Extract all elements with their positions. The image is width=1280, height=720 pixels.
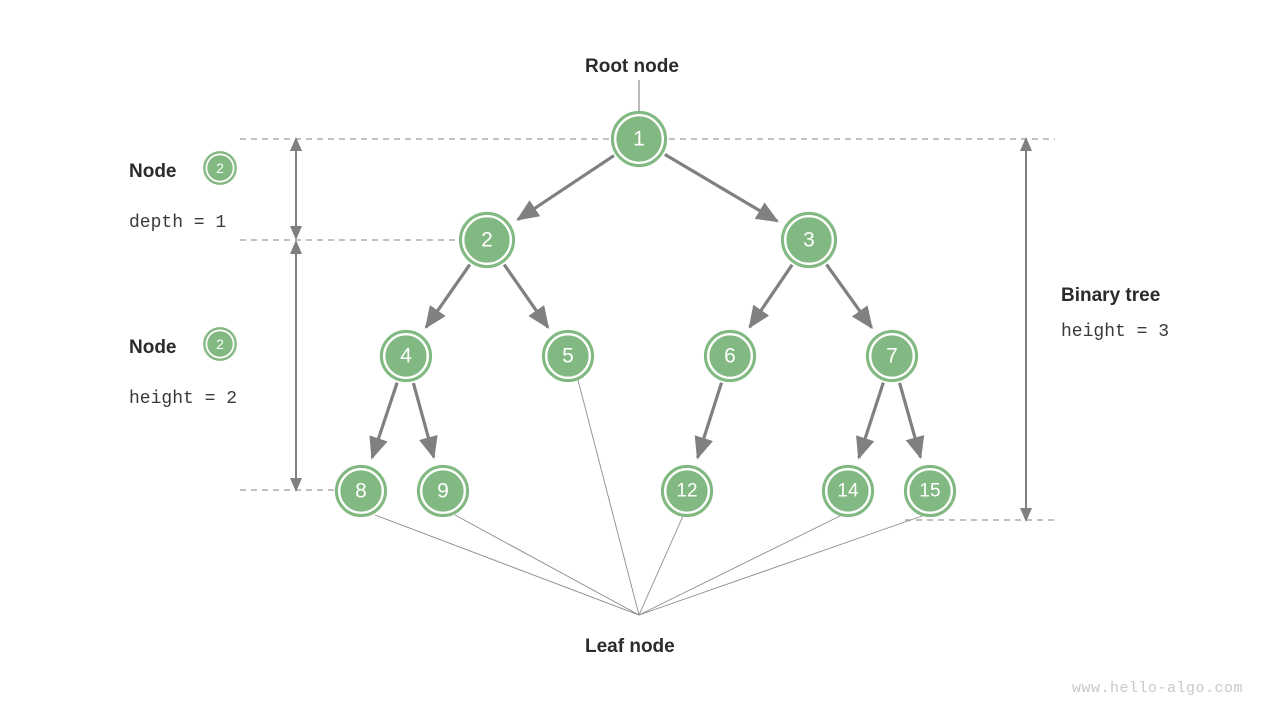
node-value-text: 4 bbox=[400, 345, 412, 368]
tree-node-3[interactable]: 3 bbox=[780, 211, 838, 269]
leaf-fan-line-2 bbox=[577, 379, 640, 616]
node-inner-ring bbox=[462, 214, 513, 265]
node-value-text: 9 bbox=[437, 480, 449, 503]
node-value-text: 6 bbox=[724, 345, 736, 368]
measure-arrows-group bbox=[290, 137, 1032, 522]
badge-inner-circle bbox=[207, 331, 233, 357]
node-value-text: 8 bbox=[355, 480, 367, 503]
tree-node-5[interactable]: 5 bbox=[541, 329, 595, 383]
tree-edge-n2-n4 bbox=[424, 263, 472, 329]
node-inner-circle bbox=[872, 336, 912, 376]
height-badge-value: 2 bbox=[216, 336, 224, 352]
node-inner-circle bbox=[423, 471, 463, 511]
node-inner-ring bbox=[869, 333, 916, 380]
right-tree-label: Binary tree bbox=[1061, 285, 1160, 306]
leaf-fan-line-1 bbox=[454, 514, 640, 616]
node-inner-ring bbox=[784, 214, 835, 265]
left-depth-detail: depth = 1 bbox=[129, 213, 226, 233]
tree-node-9[interactable]: 9 bbox=[416, 464, 470, 518]
tree-edges-group bbox=[369, 152, 925, 460]
guide-lines-group bbox=[240, 138, 1055, 521]
left-depth-badge: 2 bbox=[203, 151, 237, 185]
node-inner-circle bbox=[787, 218, 831, 262]
badge-inner-circle bbox=[207, 155, 233, 181]
left-depth-label: Node bbox=[129, 161, 177, 182]
tree-edge-n4-n9 bbox=[411, 382, 438, 460]
left-height-badge: 2 bbox=[203, 327, 237, 361]
tree-edge-n2-n5 bbox=[502, 263, 550, 329]
node-inner-circle bbox=[341, 471, 381, 511]
tree-edge-n1-n2 bbox=[516, 154, 615, 221]
tree-edge-n4-n8 bbox=[369, 382, 399, 460]
root-node-label: Root node bbox=[585, 56, 679, 77]
leaf-fan-line-3 bbox=[638, 515, 684, 616]
left-height-detail: height = 2 bbox=[129, 389, 237, 409]
tree-edge-n7-n14 bbox=[856, 382, 885, 460]
tree-node-1[interactable]: 1 bbox=[610, 110, 668, 168]
node-value-text: 15 bbox=[919, 481, 940, 502]
node-value-text: 1 bbox=[633, 128, 645, 151]
leaf-fan-group bbox=[374, 379, 923, 616]
tree-edge-n3-n7 bbox=[825, 263, 873, 330]
tree-node-7[interactable]: 7 bbox=[865, 329, 919, 383]
leaf-fan-line-4 bbox=[638, 515, 841, 616]
tree-node-4[interactable]: 4 bbox=[379, 329, 433, 383]
node-inner-ring bbox=[614, 113, 665, 164]
leaf-fan-line-5 bbox=[638, 515, 923, 616]
badge-inner-ring bbox=[205, 153, 235, 183]
node-value-text: 5 bbox=[562, 345, 574, 368]
right-tree-detail: height = 3 bbox=[1061, 322, 1169, 342]
node-inner-circle bbox=[548, 336, 588, 376]
node-value-text: 14 bbox=[837, 481, 859, 502]
leaf-node-label: Leaf node bbox=[585, 636, 675, 657]
tree-node-12[interactable]: 12 bbox=[660, 464, 714, 518]
node-inner-ring bbox=[664, 468, 711, 515]
node-value-text: 3 bbox=[803, 229, 815, 252]
tree-node-14[interactable]: 14 bbox=[821, 464, 875, 518]
node-inner-ring bbox=[907, 468, 954, 515]
node-inner-ring bbox=[420, 468, 467, 515]
node-value-text: 2 bbox=[481, 229, 493, 252]
node-inner-circle bbox=[386, 336, 426, 376]
node-inner-circle bbox=[465, 218, 509, 262]
node-inner-ring bbox=[383, 333, 430, 380]
node-value-text: 12 bbox=[676, 481, 697, 502]
node-value-text: 7 bbox=[886, 345, 898, 368]
node-inner-circle bbox=[828, 471, 868, 511]
tree-edge-n7-n15 bbox=[898, 382, 925, 460]
tree-edge-n1-n3 bbox=[663, 152, 779, 223]
badge-inner-ring bbox=[205, 329, 235, 359]
node-inner-ring bbox=[825, 468, 872, 515]
node-inner-ring bbox=[707, 333, 754, 380]
tree-edge-n6-n12 bbox=[694, 382, 724, 460]
tree-node-2[interactable]: 2 bbox=[458, 211, 516, 269]
node-inner-ring bbox=[545, 333, 592, 380]
tree-node-8[interactable]: 8 bbox=[334, 464, 388, 518]
node-inner-circle bbox=[710, 336, 750, 376]
tree-node-15[interactable]: 15 bbox=[903, 464, 957, 518]
node-inner-circle bbox=[617, 117, 661, 161]
node-inner-circle bbox=[667, 471, 707, 511]
left-height-label: Node bbox=[129, 337, 177, 358]
node-inner-circle bbox=[910, 471, 950, 511]
leaf-fan-line-0 bbox=[374, 514, 640, 616]
node-inner-ring bbox=[338, 468, 385, 515]
depth-badge-value: 2 bbox=[216, 160, 224, 176]
watermark: www.hello-algo.com bbox=[1072, 680, 1243, 697]
tree-edge-n3-n6 bbox=[748, 263, 794, 329]
tree-node-6[interactable]: 6 bbox=[703, 329, 757, 383]
